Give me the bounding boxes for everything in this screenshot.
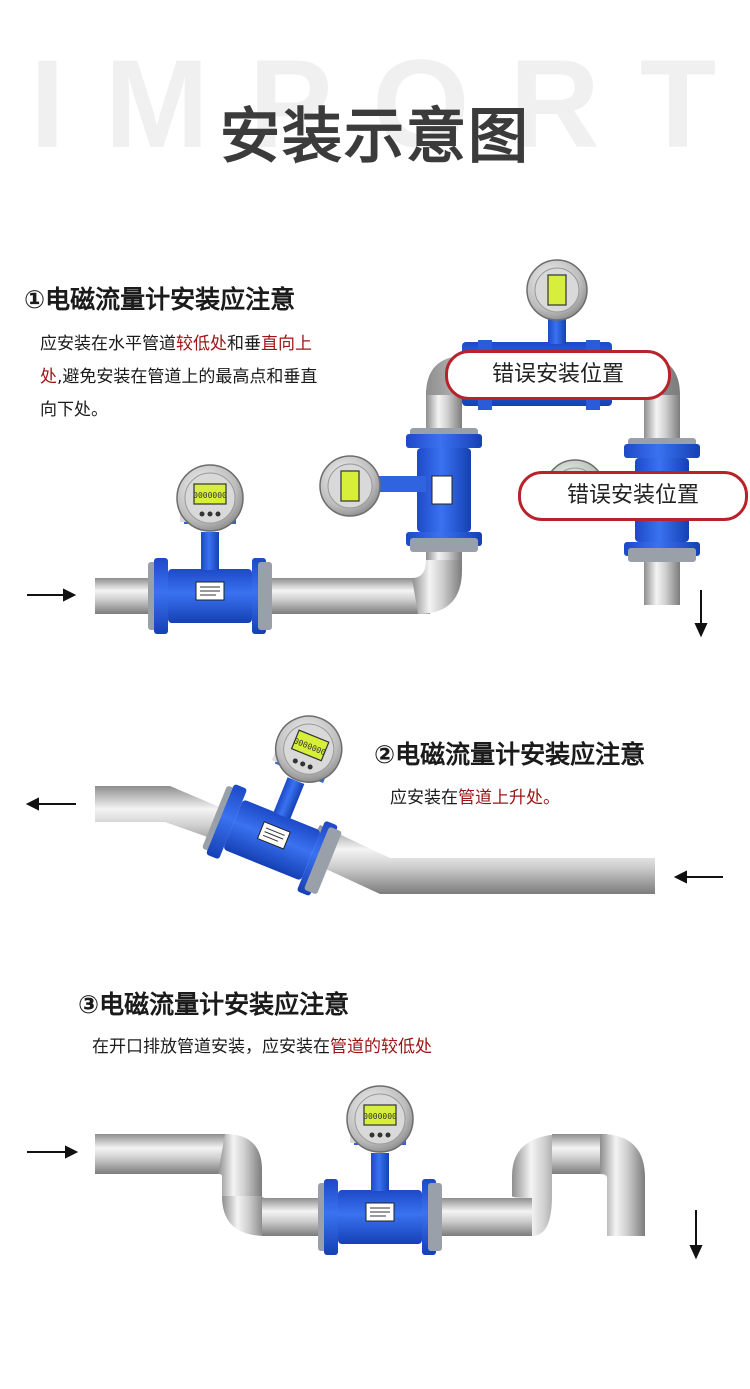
section-3-body: 在开口排放管道安装，应安装在管道的较低处 [92, 1037, 432, 1057]
flow-arrow-right-icon [27, 588, 77, 602]
flow-arrow-right-icon [27, 1145, 79, 1159]
flow-arrow-left-icon [673, 870, 723, 884]
section-2-title: ②电磁流量计安装应注意 [374, 740, 646, 769]
flow-arrow-down-icon [689, 1210, 703, 1260]
section-1-line-2: 处,避免安装在管道上的最高点和垂直 [40, 367, 318, 387]
section-1-body: 应安装在水平管道较低处和垂直向上 处,避免安装在管道上的最高点和垂直 向下处。 [40, 328, 400, 427]
watermark-text: IMPORT [30, 35, 750, 174]
section-1-line-1: 应安装在水平管道较低处和垂直向上 [40, 334, 312, 354]
flowmeter-icon [147, 464, 273, 635]
diagram-2 [25, 694, 723, 900]
diagram-3 [27, 1085, 703, 1260]
flow-arrow-down-icon [694, 590, 708, 638]
wrong-position-label-1: 错误安装位置 [445, 350, 671, 400]
diagram-1 [27, 259, 708, 638]
page-title: 安装示意图 [220, 102, 530, 172]
flow-arrow-left-icon [25, 797, 76, 811]
section-3-title: ③电磁流量计安装应注意 [78, 990, 350, 1019]
section-1-line-3: 向下处。 [40, 400, 108, 420]
wrong-position-label-2: 错误安装位置 [518, 471, 748, 521]
flowmeter-icon [317, 1085, 443, 1256]
section-1-title: ①电磁流量计安装应注意 [24, 285, 296, 314]
section-2-body: 应安装在管道上升处。 [390, 788, 560, 808]
